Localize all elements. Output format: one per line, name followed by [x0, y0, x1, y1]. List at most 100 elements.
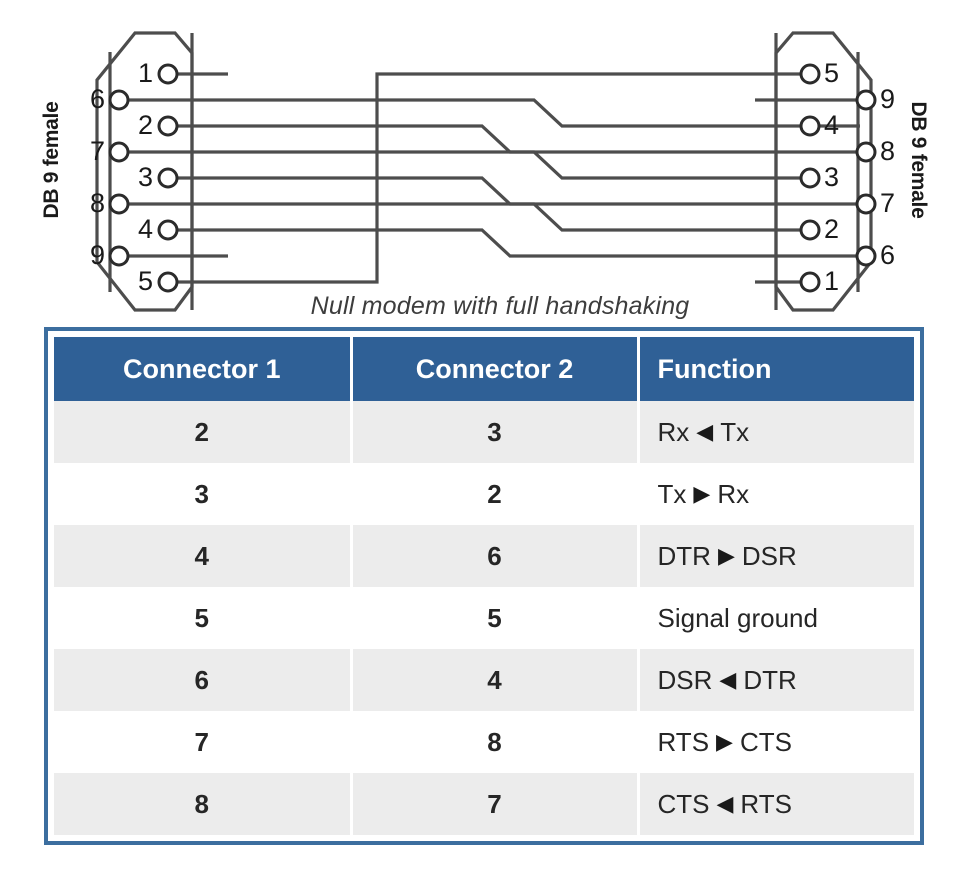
cell-connector2: 8: [351, 711, 640, 773]
cell-function: DTR▶DSR: [638, 525, 914, 587]
pin-label-left-7: 7: [90, 136, 106, 166]
wire-5-to-5: [177, 72, 805, 284]
cell-function: CTS◀RTS: [638, 773, 914, 835]
cell-function: Tx▶Rx: [638, 463, 914, 525]
function-source: DTR: [657, 540, 711, 571]
pin-label-left-9: 9: [90, 240, 106, 270]
arrow-left-icon: ◀: [716, 790, 734, 816]
arrow-right-icon: ▶: [693, 480, 711, 506]
table-header-row: Connector 1 Connector 2 Function: [54, 337, 914, 401]
cell-function: Rx◀Tx: [638, 401, 914, 463]
pin-label-right-5: 5: [824, 58, 840, 88]
cell-connector1: 2: [54, 401, 353, 463]
table-header: Connector 1 Connector 2 Function: [54, 337, 914, 401]
diagram-caption: Null modem with full handshaking: [310, 292, 690, 320]
pin-right-6: [855, 245, 877, 267]
pin-label-left-3: 3: [138, 162, 154, 192]
wiring-schematic: [95, 31, 877, 312]
column-header-function: Function: [638, 337, 914, 401]
pin-right-3: [799, 167, 821, 189]
right-connector-shell: [774, 31, 873, 312]
left-connector-type-label: DB 9 female: [40, 101, 63, 219]
function-source: Rx: [657, 416, 690, 447]
pin-label-right-9: 9: [880, 84, 896, 114]
cell-connector2: 3: [351, 401, 640, 463]
pin-left-3: [157, 167, 179, 189]
cell-connector1: 8: [54, 773, 353, 835]
pin-left-6: [108, 89, 130, 111]
pin-label-right-2: 2: [824, 214, 840, 244]
pin-label-left-6: 6: [90, 84, 106, 114]
function-source: DSR: [657, 664, 713, 695]
pin-label-right-7: 7: [880, 188, 896, 218]
pin-label-right-8: 8: [880, 136, 896, 166]
function-target: CTS: [739, 726, 792, 757]
arrow-left-icon: ◀: [719, 666, 737, 692]
cell-connector1: 5: [54, 587, 353, 649]
pin-label-right-1: 1: [824, 266, 840, 296]
pin-label-left-4: 4: [138, 214, 154, 244]
pin-right-2: [799, 219, 821, 241]
function-target: Rx: [717, 478, 750, 509]
column-header-connector2: Connector 2: [351, 337, 640, 401]
pin-label-right-3: 3: [824, 162, 840, 192]
cell-connector1: 6: [54, 649, 353, 711]
pin-right-1: [799, 271, 821, 293]
pin-left-7: [108, 141, 130, 163]
function-target: DTR: [743, 664, 797, 695]
left-connector-shell: [95, 31, 194, 312]
arrow-right-icon: ▶: [717, 542, 735, 568]
cell-connector1: 7: [54, 711, 353, 773]
arrow-right-icon: ▶: [716, 728, 733, 754]
pin-label-right-4: 4: [824, 110, 840, 140]
cell-function: DSR◀DTR: [638, 649, 914, 711]
pin-left-9: [108, 245, 130, 267]
cell-connector2: 2: [351, 463, 640, 525]
pin-left-4: [157, 219, 179, 241]
pin-right-7: [855, 193, 877, 215]
arrow-left-icon: ◀: [696, 418, 714, 444]
column-header-connector1: Connector 1: [54, 337, 353, 401]
pin-right-5: [799, 63, 821, 85]
right-connector-type-label: DB 9 female: [907, 101, 930, 219]
cell-function: RTS▶CTS: [638, 711, 914, 773]
pin-right-4: [799, 115, 821, 137]
cell-connector1: 4: [54, 525, 353, 587]
function-source: Tx: [657, 478, 687, 509]
pin-left-2: [157, 115, 179, 137]
wire-6-to-4: [128, 98, 860, 128]
function-source: Signal ground: [657, 602, 818, 633]
cell-connector2: 7: [351, 773, 640, 835]
function-source: RTS: [657, 726, 710, 757]
null-modem-diagram: 1 2 3 4 5 6 7 8 9 5 4 3 2 1 9 8 7 6 DB 9…: [0, 0, 968, 330]
pin-left-5: [157, 271, 179, 293]
pin-label-left-5: 5: [138, 266, 154, 296]
cell-function: Signal ground: [638, 587, 914, 649]
cell-connector2: 6: [351, 525, 640, 587]
cell-connector2: 5: [351, 587, 640, 649]
pin-right-8: [855, 141, 877, 163]
pin-left-1: [157, 63, 179, 85]
cell-connector1: 3: [54, 463, 353, 525]
pin-label-left-1: 1: [138, 58, 154, 88]
function-source: CTS: [657, 788, 710, 819]
pin-label-right-6: 6: [880, 240, 896, 270]
pin-right-9: [855, 89, 877, 111]
function-target: Tx: [720, 416, 750, 447]
function-target: DSR: [741, 540, 797, 571]
wire-4-to-6: [177, 228, 860, 258]
cell-connector2: 4: [351, 649, 640, 711]
pin-left-8: [108, 193, 130, 215]
function-target: RTS: [740, 788, 792, 819]
